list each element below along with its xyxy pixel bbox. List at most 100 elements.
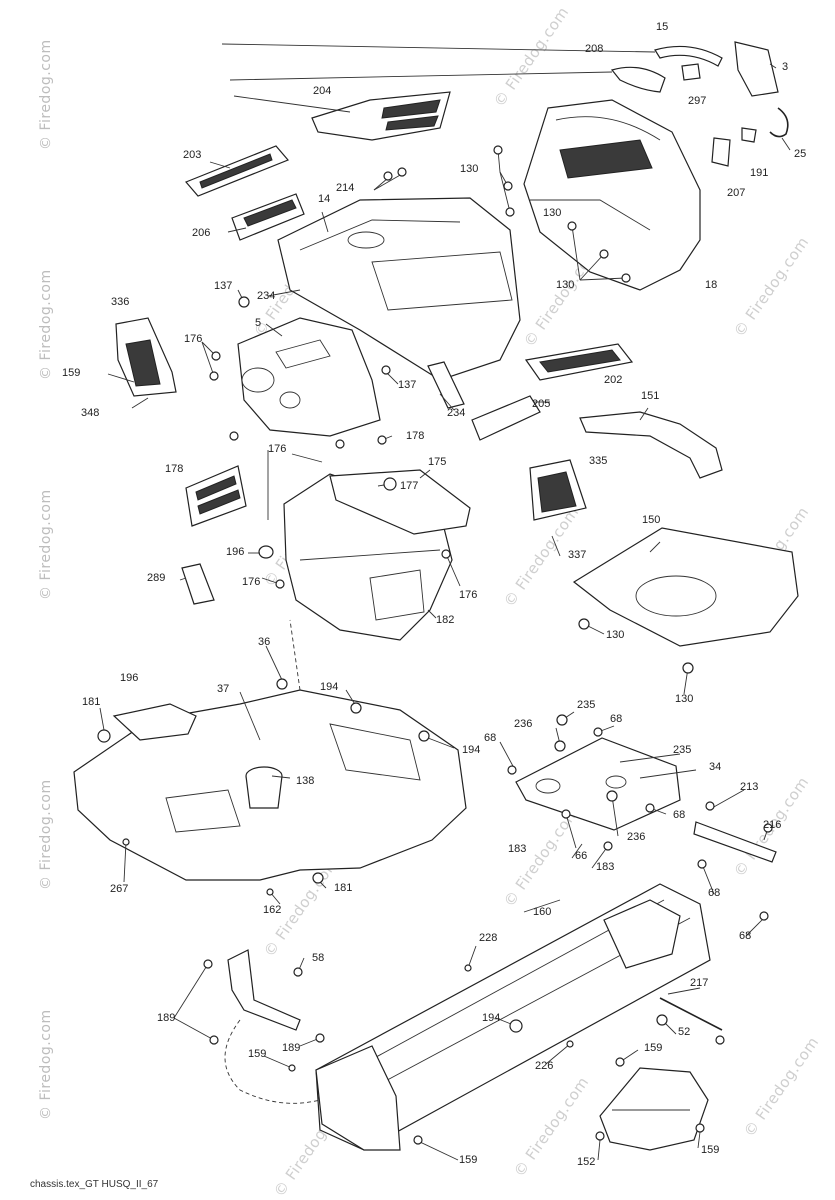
callout-196: 196	[120, 672, 139, 684]
part-297-clip	[681, 63, 701, 81]
part-side-panel	[523, 99, 701, 291]
callout-175: 175	[428, 456, 447, 468]
part-138-boot-body	[245, 775, 283, 809]
callout-235: 235	[577, 699, 596, 711]
callout-68: 68	[673, 809, 686, 821]
part-14-hood-opening	[347, 231, 385, 249]
callout-267: 267	[110, 883, 129, 895]
part-182-ledge	[299, 549, 441, 561]
callout-226: 226	[535, 1060, 554, 1072]
callout-176: 176	[242, 576, 261, 588]
callout-204: 204	[313, 85, 332, 97]
part-160-frame-end	[315, 1045, 401, 1151]
part-189-bracket	[227, 949, 301, 1031]
callout-5: 5	[255, 317, 262, 329]
part-14-hood-edge	[299, 219, 461, 251]
callout-178: 178	[406, 430, 425, 442]
callout-234: 234	[257, 290, 276, 302]
callout-189: 189	[282, 1042, 301, 1054]
callout-191: 191	[750, 167, 769, 179]
part-204-vents	[381, 99, 441, 131]
part-160-frame	[315, 883, 711, 1151]
part-34-hole	[605, 775, 627, 789]
callout-66: 66	[575, 850, 588, 862]
callout-194: 194	[320, 681, 339, 693]
callout-159: 159	[644, 1042, 663, 1054]
part-151-bracket	[579, 411, 723, 479]
leader-dashed	[224, 1019, 321, 1104]
callout-181: 181	[334, 882, 353, 894]
callout-217: 217	[690, 977, 709, 989]
part-152-bracket	[599, 1067, 709, 1151]
callout-205: 205	[532, 398, 551, 410]
callout-196: 196	[226, 546, 245, 558]
callout-178: 178	[165, 463, 184, 475]
callout-194: 194	[462, 744, 481, 756]
callout-151: 151	[641, 390, 660, 402]
diagram-caption: chassis.tex_GT HUSQ_II_67	[30, 1179, 159, 1190]
fasteners	[97, 145, 773, 1145]
part-3-bracket	[734, 41, 779, 97]
callout-181: 181	[82, 696, 101, 708]
callout-14: 14	[318, 193, 331, 205]
part-336-mesh	[125, 339, 161, 387]
callout-228: 228	[479, 932, 498, 944]
part-5-panel	[275, 339, 331, 369]
callout-68: 68	[739, 930, 752, 942]
leader-lines	[99, 43, 791, 1161]
callout-202: 202	[604, 374, 623, 386]
part-196-pad	[112, 703, 197, 741]
part-234-strip	[427, 361, 465, 409]
callout-137: 137	[214, 280, 233, 292]
callout-37: 37	[217, 683, 230, 695]
callout-138: 138	[296, 775, 315, 787]
part-14-hood-panel	[371, 251, 513, 311]
callout-337: 337	[568, 549, 587, 561]
callout-159: 159	[459, 1154, 478, 1166]
callout-160: 160	[533, 906, 552, 918]
part-204-cover	[311, 91, 451, 141]
part-289-bracket	[181, 563, 215, 605]
callout-348: 348	[81, 407, 100, 419]
callout-176: 176	[184, 333, 203, 345]
part-216-plate	[693, 821, 777, 863]
callout-216: 216	[763, 819, 782, 831]
part-34-hole	[535, 778, 561, 794]
callout-208: 208	[585, 43, 604, 55]
callout-68: 68	[484, 732, 497, 744]
part-side-panel-grille	[559, 139, 653, 179]
part-208-bracket	[610, 66, 666, 93]
part-178-slots	[195, 475, 241, 515]
callout-297: 297	[688, 95, 707, 107]
part-203-slots	[199, 153, 273, 189]
callout-207: 207	[727, 187, 746, 199]
part-25-spring	[769, 107, 789, 138]
part-14-hood	[277, 197, 521, 381]
part-175-plate	[329, 469, 471, 535]
callout-52: 52	[678, 1026, 691, 1038]
callout-137: 137	[398, 379, 417, 391]
part-side-panel-line	[530, 199, 651, 231]
callout-68: 68	[610, 713, 623, 725]
callout-176: 176	[459, 589, 478, 601]
callout-159: 159	[62, 367, 81, 379]
callout-289: 289	[147, 572, 166, 584]
part-206-slots	[243, 199, 297, 227]
part-335-mesh	[537, 471, 577, 513]
callout-194: 194	[482, 1012, 501, 1024]
callout-34: 34	[709, 761, 722, 773]
callout-176: 176	[268, 443, 287, 455]
part-207-latch	[711, 137, 731, 167]
callout-159: 159	[248, 1048, 267, 1060]
part-34-plate	[515, 737, 681, 831]
callout-183: 183	[508, 843, 527, 855]
callout-130: 130	[460, 163, 479, 175]
part-160-front-bracket	[603, 899, 681, 969]
callout-182: 182	[436, 614, 455, 626]
callout-18: 18	[705, 279, 718, 291]
part-15-strip	[654, 45, 723, 67]
callout-130: 130	[675, 693, 694, 705]
callout-159: 159	[701, 1144, 720, 1156]
